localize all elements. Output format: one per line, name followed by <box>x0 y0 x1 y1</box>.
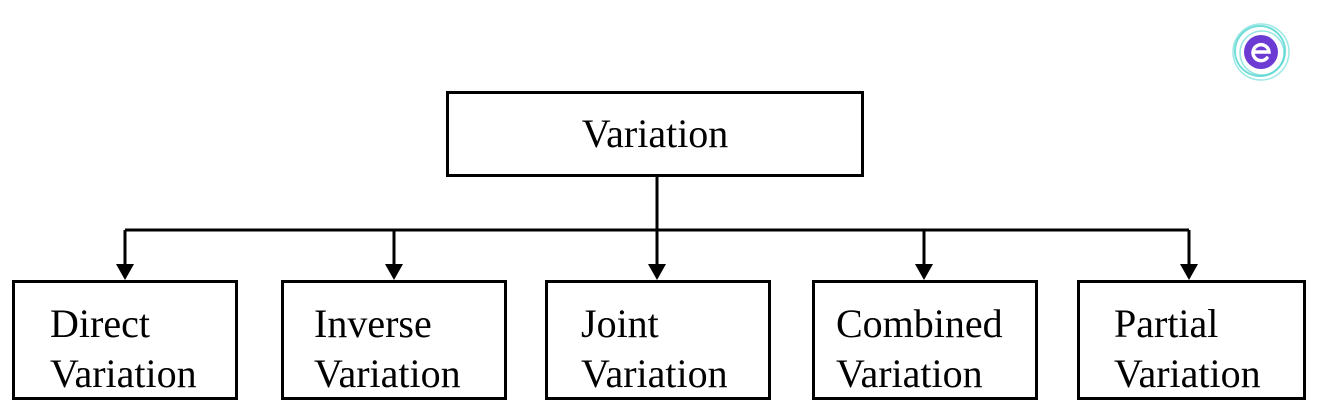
node-label-line1: Inverse <box>314 301 432 346</box>
node-label-line2: Variation <box>581 351 728 396</box>
node-label: Inverse Variation <box>314 299 461 399</box>
node-label-line1: Joint <box>581 301 659 346</box>
arrowhead-combined <box>915 264 933 280</box>
arrowhead-joint <box>648 264 666 280</box>
e-logo-icon <box>1232 23 1290 81</box>
node-label-line1: Direct <box>50 301 150 346</box>
node-label-line1: Partial <box>1114 301 1219 346</box>
node-inverse-variation: Inverse Variation <box>281 280 507 400</box>
root-label: Variation <box>581 111 729 156</box>
node-label-line2: Variation <box>836 351 983 396</box>
arrowhead-direct <box>116 264 134 280</box>
node-combined-variation: Combined Variation <box>812 280 1038 400</box>
node-label-line2: Variation <box>1114 351 1261 396</box>
node-label: Partial Variation <box>1114 299 1261 399</box>
node-label: Joint Variation <box>581 299 728 399</box>
node-direct-variation: Direct Variation <box>12 280 238 400</box>
arrowhead-inverse <box>385 264 403 280</box>
arrowhead-partial <box>1180 264 1198 280</box>
node-partial-variation: Partial Variation <box>1077 280 1306 400</box>
node-label: Direct Variation <box>50 299 197 399</box>
node-label: Combined Variation <box>836 299 1003 399</box>
node-joint-variation: Joint Variation <box>545 280 771 400</box>
node-label-line2: Variation <box>50 351 197 396</box>
node-label-line1: Combined <box>836 301 1003 346</box>
node-label-line2: Variation <box>314 351 461 396</box>
root-node: Variation <box>446 91 864 177</box>
